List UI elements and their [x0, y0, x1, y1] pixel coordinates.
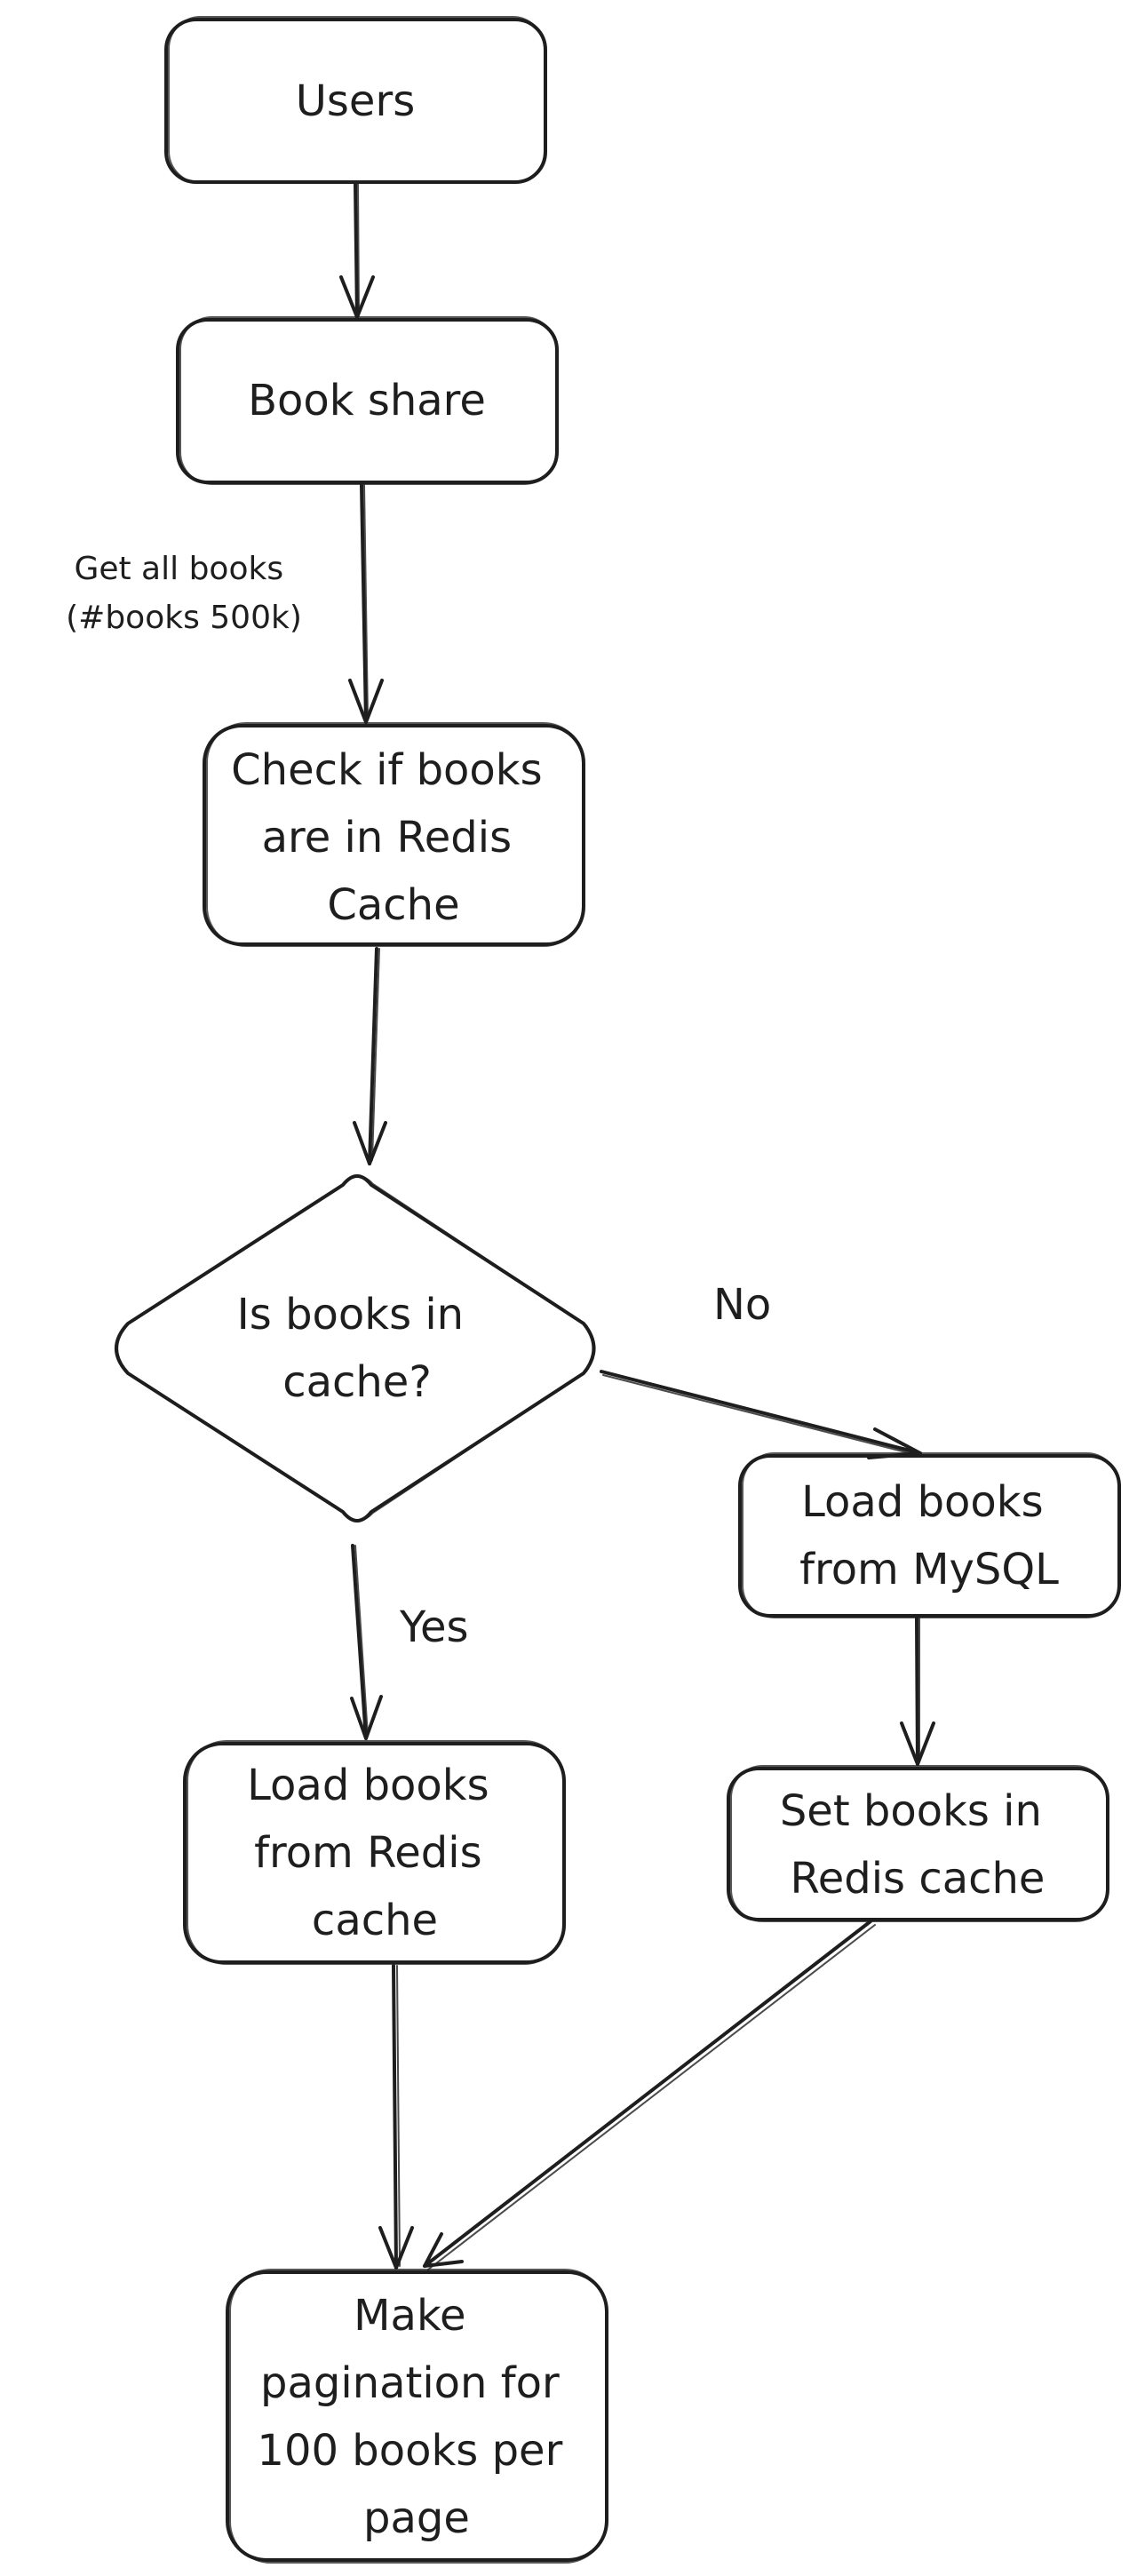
- edge-load-mysql-to-set-redis: [900, 1617, 935, 1766]
- node-is-in-cache-line: Is books in: [237, 1290, 464, 1340]
- node-paginate-line: Make: [354, 2291, 465, 2341]
- node-is-in-cache-label: Is books in cache?: [237, 1290, 478, 1407]
- node-users: Users: [164, 16, 547, 184]
- edge-decision-no-to-load-mysql: [600, 1370, 922, 1459]
- node-book-share-label: Book share: [248, 376, 486, 425]
- node-load-mysql: Load books from MySQL: [738, 1452, 1121, 1618]
- node-check-redis-line: are in Redis: [262, 813, 512, 863]
- edge-label-get-all-books-line: Get all books: [74, 551, 283, 587]
- arrowhead-icon: [348, 679, 384, 724]
- node-check-redis-line: Cache: [327, 880, 459, 930]
- arrowhead-icon: [378, 2226, 414, 2270]
- edge-users-to-book-share: [339, 182, 375, 319]
- arrowhead-icon: [339, 275, 375, 319]
- node-load-redis: Load books from Redis cache: [183, 1740, 566, 1965]
- node-load-mysql-label: Load books from MySQL: [799, 1477, 1059, 1594]
- node-paginate-label: Make pagination for 100 books per page: [257, 2291, 576, 2543]
- node-set-redis-line: Redis cache: [791, 1854, 1046, 1904]
- node-paginate: Make pagination for 100 books per page: [226, 2269, 608, 2564]
- edge-book-share-to-check-redis: [348, 483, 384, 724]
- edge-label-yes: Yes: [399, 1602, 468, 1652]
- node-is-in-cache-decision: Is books in cache?: [115, 1174, 596, 1523]
- edge-label-get-all-books-line: (#books 500k): [66, 600, 302, 636]
- node-check-redis-line: Check if books: [231, 745, 542, 795]
- node-load-mysql-line: from MySQL: [799, 1545, 1059, 1594]
- node-paginate-line: page: [363, 2493, 470, 2543]
- node-paginate-line: pagination for: [260, 2358, 560, 2408]
- node-load-redis-line: cache: [312, 1896, 438, 1945]
- edge-label-get-all-books: Get all books (#books 500k): [66, 551, 302, 636]
- node-check-redis: Check if books are in Redis Cache: [203, 722, 585, 947]
- node-users-label: Users: [296, 76, 415, 126]
- node-set-redis: Set books in Redis cache: [727, 1765, 1109, 1922]
- node-load-redis-label: Load books from Redis cache: [247, 1761, 503, 1945]
- arrowhead-icon: [423, 2232, 464, 2268]
- node-set-redis-label: Set books in Redis cache: [780, 1786, 1055, 1904]
- node-book-share: Book share: [176, 316, 559, 485]
- node-load-mysql-line: Load books: [801, 1477, 1043, 1527]
- node-paginate-line: 100 books per: [257, 2426, 562, 2476]
- arrowhead-icon: [867, 1427, 922, 1459]
- node-set-redis-line: Set books in: [780, 1786, 1042, 1836]
- arrowhead-icon: [350, 1695, 383, 1740]
- arrowhead-icon: [900, 1721, 935, 1766]
- edge-set-redis-to-paginate: [423, 1920, 876, 2270]
- node-check-redis-label: Check if books are in Redis Cache: [231, 745, 556, 930]
- edge-load-redis-to-paginate: [378, 1964, 414, 2270]
- edge-check-redis-to-decision: [353, 947, 387, 1165]
- node-is-in-cache-line: cache?: [282, 1357, 432, 1407]
- node-load-redis-line: Load books: [247, 1761, 489, 1810]
- node-load-redis-line: from Redis: [254, 1828, 482, 1878]
- edge-decision-yes-to-load-redis: [350, 1544, 383, 1740]
- arrowhead-icon: [353, 1121, 387, 1165]
- edge-label-no: No: [713, 1280, 771, 1330]
